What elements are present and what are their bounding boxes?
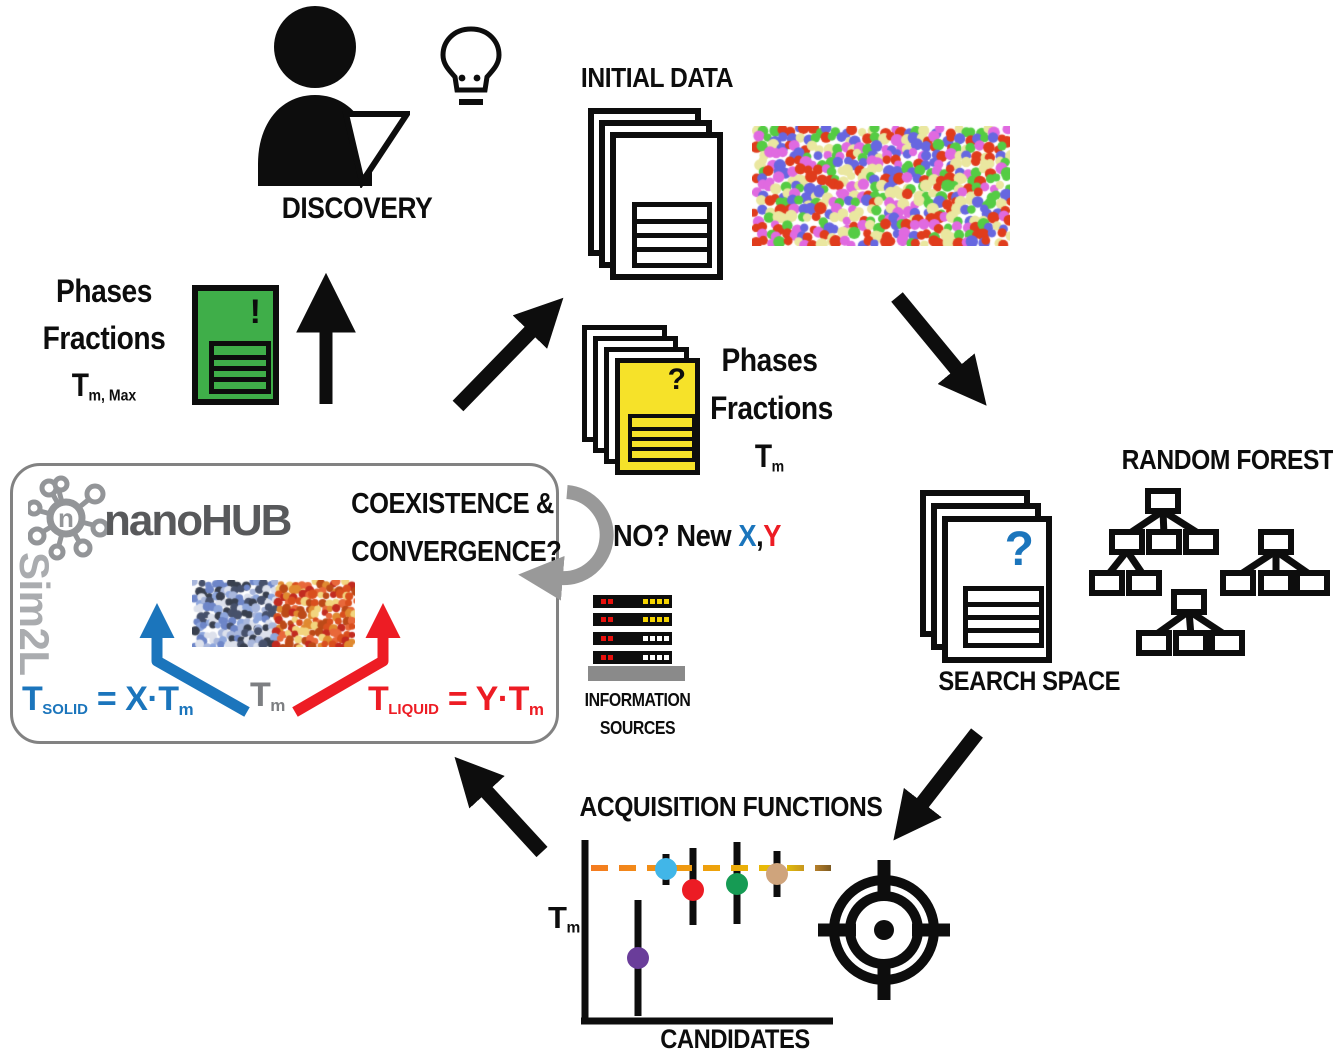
document-triangle-icon [342, 111, 410, 188]
server-stack-icon [588, 592, 688, 684]
eq-tm-center: Tm [250, 676, 286, 715]
acquisition-plot [581, 840, 833, 1025]
question-badge-blue: ? [1004, 523, 1034, 576]
feedback-x: X [738, 518, 757, 553]
two-phase-coexistence-image [192, 580, 355, 647]
eq-tsolid: TSOLID = X·Tm [22, 680, 194, 719]
arrow-query-to-initial-data [452, 297, 564, 412]
initial-data-docs-icon [588, 108, 724, 281]
result-phases-label: Phases [55, 273, 152, 309]
initial-data-label: INITIAL DATA [580, 62, 734, 93]
random-alloy-particles-image [752, 126, 1010, 246]
candidates-axis-label: CANDIDATES [660, 1024, 810, 1054]
tm-axis-label: Tm [548, 900, 581, 937]
feedback-y: Y [763, 518, 781, 553]
feedback-label: NO? New X,Y [613, 518, 781, 553]
nanohub-logo-icon: n [28, 475, 110, 561]
nanohub-logo-letter: n [58, 503, 74, 533]
query-labels: Phases Fractions Tm [710, 336, 833, 491]
question-badge-yellow: ? [667, 363, 686, 396]
random-forest-label: RANDOM FOREST [1121, 444, 1333, 475]
acquisition-functions-label: ACQUISITION FUNCTIONS [579, 791, 883, 822]
candidate-5-dot [766, 863, 788, 885]
eq-tliquid: TLIQUID = Y·Tm [368, 680, 544, 719]
query-tm-label: Tm [754, 438, 785, 476]
target-icon [818, 860, 950, 1000]
scientist-icon [258, 6, 410, 188]
candidate-4-dot [726, 873, 748, 895]
search-space-label: SEARCH SPACE [938, 666, 1121, 696]
information-sources-label: INFORMATION SOURCES [584, 690, 691, 738]
decision-trees-icon [1089, 488, 1330, 656]
arrow-search-to-acquisition [893, 728, 983, 841]
query-phases-label: Phases [721, 342, 818, 378]
query-docs-icon: ? [582, 325, 701, 476]
arrow-retry-loop [518, 485, 614, 601]
result-labels: Phases Fractions Tm, Max [30, 268, 178, 419]
candidate-2-dot [655, 858, 677, 880]
arrow-data-to-random-forest [891, 292, 987, 406]
candidate-3-dot [682, 879, 704, 901]
result-doc-icon: ! [192, 285, 279, 405]
query-fractions-label: Fractions [710, 390, 833, 426]
search-space-docs-icon: ? [920, 490, 1053, 663]
nanohub-brand: nanoHUB [104, 496, 292, 545]
result-tm-max-label: Tm, Max [71, 367, 137, 405]
discovery-label: DISCOVERY [281, 192, 433, 225]
exclamation-badge: ! [249, 293, 261, 331]
coexistence-question: COEXISTENCE & CONVERGENCE? [351, 488, 562, 568]
sim2l-label: Sim2L [11, 552, 58, 676]
result-fractions-label: Fractions [42, 320, 166, 356]
candidate-1-dot [627, 947, 649, 969]
lightbulb-icon [440, 26, 502, 105]
